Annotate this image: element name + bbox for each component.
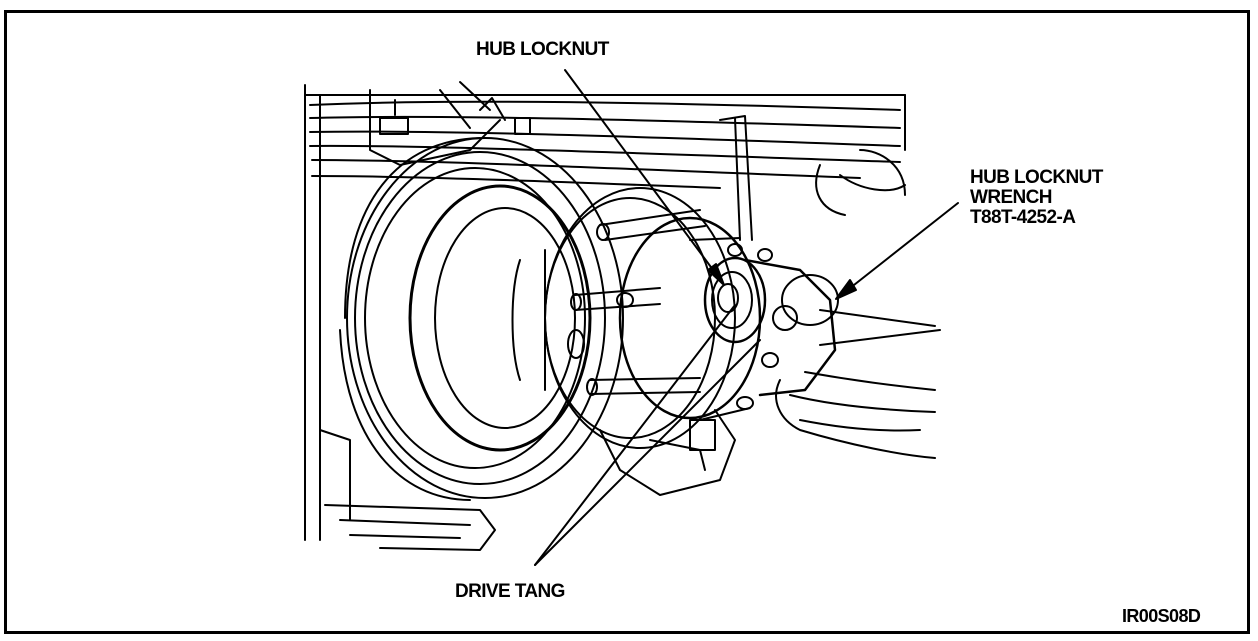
drive-tang-leader-2 [534, 339, 761, 566]
wrench-label-line-2: WRENCH [970, 187, 1053, 208]
wrench-arrowhead [835, 279, 857, 300]
figure-frame [4, 10, 1250, 634]
hub-locknut-arrowhead [707, 263, 725, 286]
locknut-wrench [743, 258, 941, 397]
caliper [319, 409, 736, 551]
hand [775, 164, 936, 459]
leaf-spring [304, 84, 906, 541]
drive-tang-leader-1 [534, 304, 736, 566]
wrench-leader [839, 202, 959, 297]
wheel-studs [570, 209, 779, 421]
brake-rotor [339, 137, 624, 501]
wrench-label-line-3: T88T-4252-A [970, 207, 1076, 228]
mount-bracket [369, 81, 753, 241]
hub-locknut-leader [564, 69, 723, 283]
hub-locknut-label: HUB LOCKNUT [476, 39, 609, 60]
drive-tang-label: DRIVE TANG [455, 581, 565, 602]
leader-lines [534, 69, 959, 566]
hub-flange [511, 187, 762, 449]
hub-locknut [703, 256, 767, 344]
hub-locknut-wrench-label: HUB LOCKNUT WRENCH T88T-4252-A [970, 168, 1103, 228]
figure-id-label: IR00S08D [1122, 606, 1201, 626]
wrench-label-line-1: HUB LOCKNUT [970, 167, 1103, 188]
